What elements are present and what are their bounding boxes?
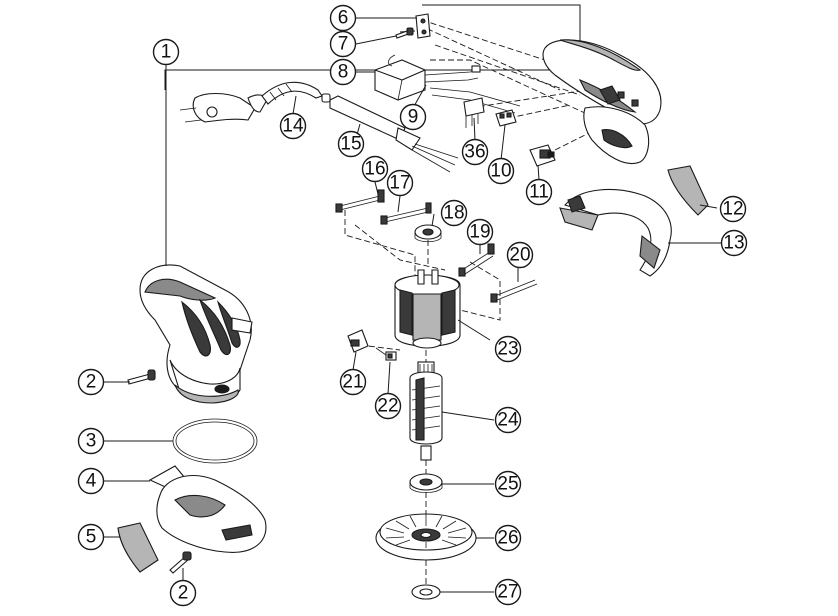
callout-17: 17 [386,169,414,197]
callout-19: 19 [466,218,494,246]
svg-text:24: 24 [497,410,519,431]
callout-14: 14 [279,112,307,140]
svg-text:14: 14 [282,116,304,137]
cord-armor-part [321,93,459,173]
callout-24: 24 [494,406,522,434]
callout-4: 4 [77,467,105,495]
motor-housing-part [139,264,253,404]
callout-23: 23 [494,335,522,363]
svg-text:12: 12 [722,199,743,220]
callout-13: 13 [720,229,748,257]
handle-cover-part [542,39,662,164]
switch-part [529,144,556,167]
callout-18: 18 [440,199,468,227]
svg-text:13: 13 [723,233,744,254]
svg-text:5: 5 [86,527,97,548]
washer-part [411,584,441,600]
callout-26: 26 [494,524,522,552]
svg-text:19: 19 [469,222,490,243]
tail-cover-part [559,188,672,277]
svg-text:11: 11 [529,182,549,203]
svg-text:36: 36 [464,142,485,163]
callout-10: 10 [487,157,515,185]
svg-text:2: 2 [86,372,97,393]
callout-3: 3 [77,427,105,455]
lead-wire-17 [380,202,432,225]
o-ring-inner-edge [175,421,255,461]
callout-6: 6 [329,4,357,32]
clamp-plate-part [415,13,431,39]
svg-text:6: 6 [338,8,349,29]
callout-25: 25 [494,470,522,498]
o-ring-part [172,418,258,464]
lead-wire-16 [335,189,385,213]
ball-bearing-part [409,473,443,493]
callout-15: 15 [337,130,365,158]
callout-8: 8 [329,58,357,86]
label-plate-part [667,165,709,216]
carbon-brush-part [375,347,397,361]
svg-text:10: 10 [490,161,511,182]
svg-text:8: 8 [338,62,349,83]
svg-text:26: 26 [497,528,518,549]
brush-holder-part [347,329,369,353]
callout-20: 20 [506,241,534,269]
callout-11: 11 [525,178,553,206]
svg-text:7: 7 [338,34,349,55]
svg-text:2: 2 [178,583,189,604]
terminal-block-part [463,97,485,128]
svg-text:9: 9 [408,107,419,128]
power-cord-part [179,81,323,123]
svg-text:23: 23 [497,339,518,360]
svg-text:22: 22 [377,396,398,417]
svg-text:25: 25 [497,474,518,495]
svg-text:20: 20 [509,245,530,266]
callout-22: 22 [374,392,402,420]
svg-text:21: 21 [342,372,363,393]
lead-wire-19 [458,243,495,277]
connector-part [495,109,517,127]
lower-cover-part [117,465,267,573]
ball-bearing-small-part [414,224,442,243]
callout-1: 1 [152,38,180,66]
svg-text:27: 27 [497,582,518,603]
fan-part [375,513,477,561]
callout-16: 16 [361,155,389,183]
svg-text:15: 15 [340,134,361,155]
stator-part [394,269,461,349]
screw-part-upper [127,369,156,385]
svg-text:4: 4 [86,471,97,492]
callout-12: 12 [719,195,747,223]
lead-wire-20 [490,279,538,303]
internal-wire-part [429,87,521,114]
callout-21: 21 [339,368,367,396]
svg-text:3: 3 [86,431,97,452]
callout-36: 36 [461,138,489,166]
callout-7: 7 [329,30,357,58]
tapping-screw-part [395,27,414,39]
callout-9: 9 [399,103,427,131]
svg-text:18: 18 [443,203,464,224]
screw-part-lower [169,551,192,574]
callout-2-lower: 2 [169,579,197,607]
noise-suppressor-part [374,54,481,101]
callout-5: 5 [77,523,105,551]
svg-text:17: 17 [389,173,410,194]
callout-2-upper: 2 [77,368,105,396]
svg-text:16: 16 [364,159,385,180]
armature-part [409,361,443,461]
callout-27: 27 [494,578,522,606]
svg-text:1: 1 [161,42,172,63]
